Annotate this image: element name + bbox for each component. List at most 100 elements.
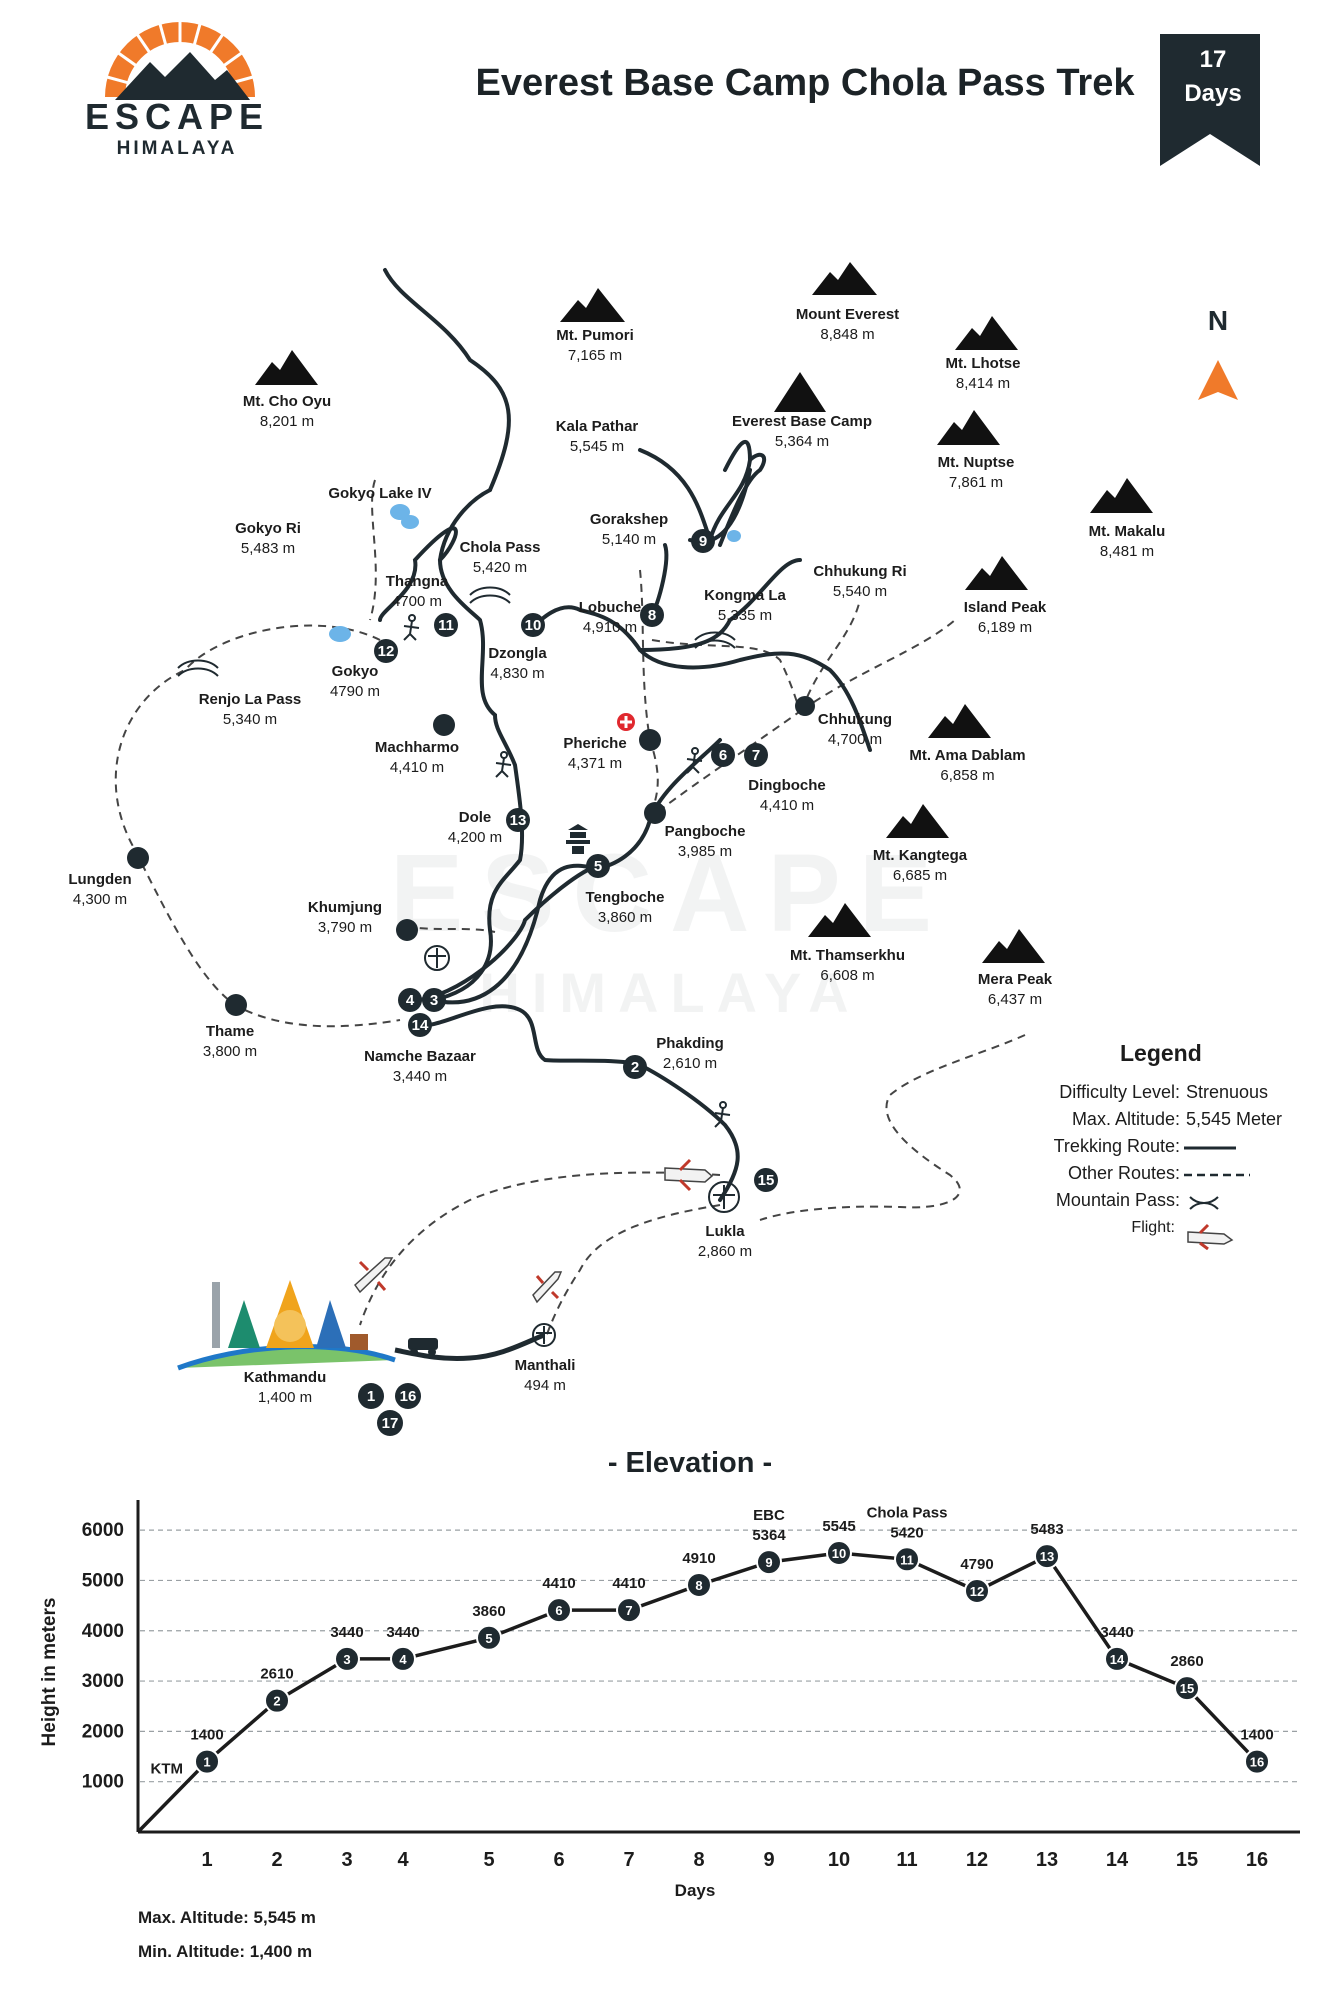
y-tick-label: 6000 (82, 1520, 124, 1541)
data-point-number: 11 (900, 1552, 914, 1567)
trekking-route (378, 268, 872, 1202)
place-name: Gokyo (331, 663, 379, 680)
place-name: Dzongla (488, 645, 547, 662)
x-tick-label: 10 (828, 1849, 850, 1871)
watermark-sub: HIMALAYA (479, 961, 861, 1024)
peak-name: Mt. Cho Oyu (242, 393, 332, 410)
place-name: Lungden (68, 871, 132, 888)
place-name: Kala Pathar (555, 418, 639, 435)
x-tick-label: 7 (623, 1849, 634, 1871)
data-value-label: 3860 (472, 1603, 505, 1620)
data-point-number: 15 (1180, 1681, 1194, 1696)
data-value-label: 5483 (1030, 1521, 1063, 1538)
stop-marker: 5 (586, 854, 610, 878)
legend-swatches (1184, 1146, 1250, 1250)
duration-ribbon (1160, 34, 1260, 166)
place-altitude: 5,420 m (472, 559, 528, 576)
airport-icon (532, 1323, 556, 1347)
place-altitude: 4,410 m (389, 759, 445, 776)
data-point (334, 1645, 360, 1672)
place-altitude: 4,300 m (72, 891, 128, 908)
legend-flight-icon (1187, 1223, 1234, 1250)
waypoint-dot (644, 802, 666, 824)
data-point-number: 6 (555, 1603, 562, 1618)
place-name: Tengboche (585, 889, 665, 906)
annotation-label: KTM (151, 1761, 184, 1778)
place-name: Thangna (385, 573, 449, 590)
place-altitude: 3,440 m (392, 1068, 448, 1085)
mountain-pass-icon (469, 586, 511, 604)
place-altitude: 4,200 m (447, 829, 503, 846)
x-tick-label: 8 (693, 1849, 704, 1871)
stop-marker: 11 (434, 613, 458, 637)
x-tick-label: 3 (341, 1849, 352, 1871)
stop-marker: 13 (506, 808, 530, 832)
legend-flight-label: Flight: (1131, 1219, 1175, 1236)
stop-marker: 17 (377, 1410, 403, 1436)
y-tick-label: 1000 (82, 1772, 124, 1793)
legend-trekking-route-label: Trekking Route: (1053, 1136, 1180, 1156)
data-point (390, 1645, 416, 1672)
place-altitude: 4,410 m (759, 797, 815, 814)
hiker-icon (686, 747, 703, 774)
stop-number: 13 (510, 812, 527, 829)
peak-name: Mt. Pumori (556, 327, 634, 344)
data-point-number: 10 (832, 1546, 846, 1561)
stop-marker: 12 (374, 639, 398, 663)
place-altitude: 1,400 m (257, 1389, 313, 1406)
hiker-icon (403, 614, 420, 641)
data-value-label: 2610 (260, 1666, 293, 1683)
stop-marker: 15 (754, 1168, 778, 1192)
stop-marker: 16 (395, 1383, 421, 1409)
data-point (616, 1597, 642, 1624)
legend-other-routes-label: Other Routes: (1067, 1163, 1180, 1183)
stop-number: 1 (367, 1388, 375, 1405)
legend-pass-icon (1189, 1196, 1219, 1210)
trek-map: N (114, 268, 1238, 1341)
place-label: Kala Pathar 5,545 m (532, 417, 662, 457)
data-value-label: 4910 (682, 1550, 715, 1567)
summary-max-altitude: Max. Altitude: 5,545 m (138, 1908, 316, 1927)
mountain-pass-icon (694, 631, 736, 649)
place-altitude: 2,860 m (697, 1243, 753, 1260)
page-title: Everest Base Camp Chola Pass Trek (475, 62, 1135, 104)
stop-marker: 3 (422, 988, 446, 1012)
waypoint-dot (795, 696, 815, 716)
place-altitude: 5,140 m (601, 531, 657, 548)
peak-altitude: 6,858 m (940, 767, 995, 784)
x-tick-label: 12 (966, 1849, 988, 1871)
place-name: Everest Base Camp (731, 413, 873, 430)
data-point-number: 16 (1250, 1755, 1264, 1770)
y-axis-title: Height in meters (39, 1598, 60, 1747)
brand-sub: HIMALAYA (116, 138, 238, 159)
data-point-number: 1 (203, 1755, 210, 1770)
stop-number: 11 (438, 617, 454, 634)
x-tick-label: 13 (1036, 1849, 1058, 1871)
place-name: Gokyo Lake IV (328, 485, 432, 502)
legend-max-altitude-value: 5,545 Meter (1186, 1109, 1283, 1129)
stop-number: 3 (430, 992, 438, 1009)
data-point-number: 9 (765, 1555, 772, 1570)
map-misc-icons (177, 504, 741, 1371)
peak-altitude: 8,414 m (955, 375, 1011, 392)
other-routes (114, 479, 1026, 1341)
place-altitude: 5,545 m (569, 438, 625, 455)
data-value-label: 2860 (1170, 1653, 1203, 1670)
airplane-icon (532, 1271, 563, 1304)
legend-difficulty-label: Difficulty Level: (1059, 1082, 1180, 1102)
place-label: Gokyo Lake IV (305, 484, 455, 504)
place-altitude: 5,540 m (832, 583, 888, 600)
